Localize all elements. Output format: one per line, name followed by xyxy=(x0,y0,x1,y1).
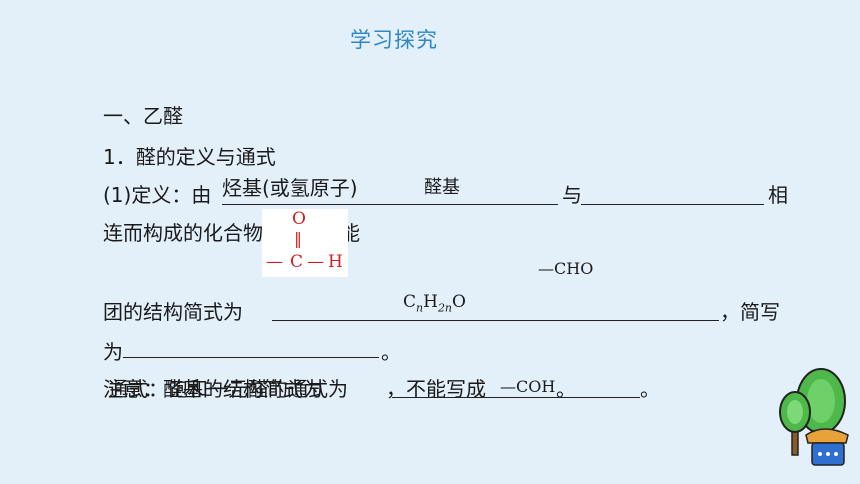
aldehyde-group-formula: O ‖ — C — H xyxy=(262,209,348,277)
formula-subscript-2n: 2n xyxy=(437,301,453,315)
answer-coh: —COH xyxy=(500,377,556,396)
formula-c: C xyxy=(403,292,417,312)
formula-carbon: C xyxy=(290,252,304,272)
blank-line-3 xyxy=(272,320,719,321)
blank-line-1 xyxy=(222,204,558,205)
line4-suffix: 。 xyxy=(381,340,401,364)
answer-cho: —CHO xyxy=(538,259,594,278)
formula-oxygen: O xyxy=(292,209,306,229)
formula-o: O xyxy=(452,292,466,312)
conjunction-text: 与 xyxy=(562,183,582,207)
answer-general-formula: CnH2nO xyxy=(403,292,466,314)
note-end: 。 xyxy=(640,377,660,401)
formula-right-bond: — xyxy=(307,252,324,272)
tree-decoration-icon xyxy=(779,368,849,466)
note-text-a: 注意：醛基的结构简式为 xyxy=(103,377,323,401)
note-text-b: 通式：饱和一元醛的通式为 xyxy=(108,377,348,401)
answer-hydrocarbon-group: 烃基(或氢原子) xyxy=(222,176,358,200)
definition-line2: 连而构成的化合物 xyxy=(103,221,263,245)
definition-suffix: 相 xyxy=(768,183,788,207)
subsection-heading: 1．醛的定义与通式 xyxy=(103,145,276,169)
formula-left-bond: — xyxy=(266,252,283,272)
section-heading: 一、乙醛 xyxy=(103,104,183,128)
definition-prefix: (1)定义：由 xyxy=(103,183,212,207)
line4-prefix: 为 xyxy=(103,340,123,364)
blank-line-5 xyxy=(392,397,640,398)
formula-subscript-n: n xyxy=(416,301,424,315)
formula-hydrogen: H xyxy=(328,252,343,272)
formula-double-bond: ‖ xyxy=(294,229,302,248)
blank-line-2 xyxy=(581,204,764,205)
blank-line-4 xyxy=(123,357,379,358)
formula-h: H xyxy=(423,292,438,312)
abbreviation-text: ，简写 xyxy=(720,300,780,324)
page-title: 学习探究 xyxy=(350,28,438,52)
answer-aldehyde-group: 醛基 xyxy=(424,177,460,198)
note-suffix: 。 xyxy=(556,377,576,401)
structure-formula-text: 团的结构简式为 xyxy=(103,300,243,324)
